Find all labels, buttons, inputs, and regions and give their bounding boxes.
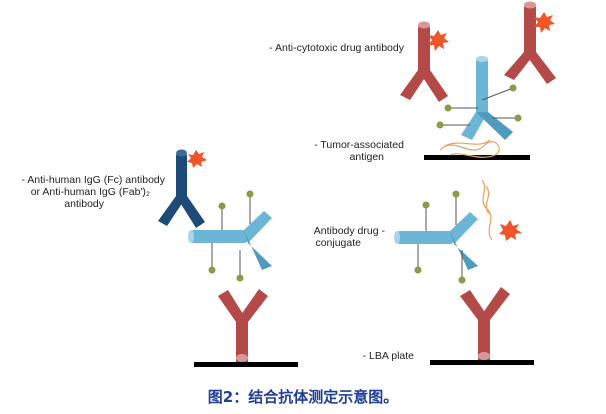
capture-antibody-left [218,289,268,362]
panel-direct-lba [394,179,534,365]
plate-top [424,155,530,160]
label-tumor-antigen-2: antigen [350,151,385,163]
adc-left [188,190,272,282]
panel-tumor-antigen-capture [400,1,556,160]
anti-human-igg-antibody [158,149,207,228]
label-adc-2: conjugate [315,237,361,249]
label-adc-1: Antibody drug - [314,225,386,237]
panel-anti-human-detection [158,149,298,367]
payload-star-icon [534,12,555,33]
label-anti-human-3: antibody [64,198,104,210]
payload-star-icon [499,220,522,241]
plate-right [430,360,534,365]
label-anti-cytotoxic: - Anti-cytotoxic drug antibody [269,42,405,54]
tumor-associated-antigen [439,139,500,158]
label-anti-human-2: or Anti-human IgG (Fab')₂ [31,186,150,198]
capture-antibody-right [460,287,510,360]
label-tumor-antigen-1: - Tumor-associated [314,139,404,151]
label-lba-plate: - LBA plate [363,350,415,362]
adc-top [436,56,522,140]
payload-star-icon [187,150,207,168]
free-drug-squiggle [481,179,493,241]
adc-right [394,190,478,284]
label-anti-human-1: - Anti-human IgG (Fc) antibody [21,174,165,186]
payload-star-icon [428,30,449,51]
figure-caption: 图2：结合抗体测定示意图。 [208,388,398,406]
anti-cytotoxic-antibody-right [504,1,556,84]
plate-left [194,362,298,367]
anti-cytotoxic-antibody-left [400,21,449,102]
